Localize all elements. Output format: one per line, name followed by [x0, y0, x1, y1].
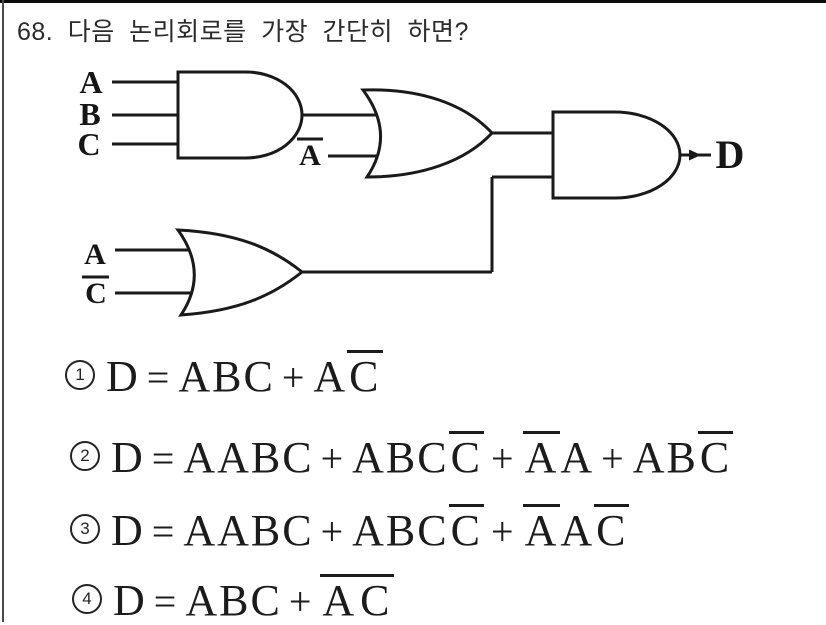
formula-term: D: [111, 506, 145, 555]
formula-term-negated: C: [448, 431, 484, 482]
formula-operator: +: [491, 509, 516, 554]
formula-term-negated: C: [448, 504, 484, 555]
formula-term-negated: C: [594, 504, 630, 555]
formula-operator: +: [601, 436, 626, 481]
formula-term: D: [106, 352, 140, 401]
formula-term: AB: [632, 433, 698, 482]
or-gate-2: [174, 228, 305, 317]
formula-term: AABC: [183, 506, 314, 555]
formula-term: AABC: [183, 433, 314, 482]
output-arrow-icon: [689, 149, 701, 161]
formula-term-negated: A: [522, 504, 561, 555]
formula-term: ABC: [352, 506, 449, 555]
input-label-c: C: [77, 126, 100, 162]
formula-term: D: [111, 433, 145, 482]
formula-term: A: [313, 352, 348, 401]
or-gate-1: [360, 88, 495, 179]
formula-term-negated: A: [320, 574, 359, 625]
formula-operator: +: [281, 355, 307, 400]
option-4-circle[interactable]: 4: [72, 584, 102, 615]
formula-term-negated: C: [358, 574, 394, 625]
formula-operator: =: [153, 579, 179, 624]
scan-border-left: [2, 0, 4, 622]
formula-term: D: [113, 576, 147, 625]
input-label-a: A: [79, 64, 102, 100]
formula-operator: =: [151, 436, 177, 481]
input-label-b: B: [79, 96, 100, 132]
formula-term-negated: C: [347, 350, 383, 401]
formula-term-negated: C: [697, 431, 734, 482]
formula-term: ABC: [185, 576, 282, 625]
formula-term: ABC: [352, 433, 449, 482]
question-title: 68. 다음 논리회로를 가장 간단히 하면?: [17, 18, 469, 46]
and-gate-1: [176, 70, 304, 160]
formula-operator: =: [146, 355, 172, 400]
and-gate-2: [551, 110, 682, 200]
not-a-label: A: [299, 139, 321, 172]
formula-term: ABC: [178, 352, 275, 401]
option-3-circle[interactable]: 3: [70, 514, 100, 545]
formula-term-negated: A: [522, 431, 561, 482]
formula-operator: +: [320, 509, 346, 554]
scan-border-top: [0, 0, 826, 3]
output-label-d: D: [716, 132, 745, 177]
formula-operator: =: [151, 509, 177, 554]
formula-operator: +: [491, 436, 516, 481]
formula-term: A: [560, 506, 595, 555]
formula-operator: +: [288, 579, 314, 624]
option-1-circle[interactable]: 1: [65, 360, 95, 391]
formula-term: A: [560, 433, 595, 482]
option-2-circle[interactable]: 2: [70, 441, 100, 472]
formula-operator: +: [320, 436, 346, 481]
or2-input-not-c-label: C: [85, 277, 107, 310]
or2-input-a-label: A: [84, 238, 106, 271]
